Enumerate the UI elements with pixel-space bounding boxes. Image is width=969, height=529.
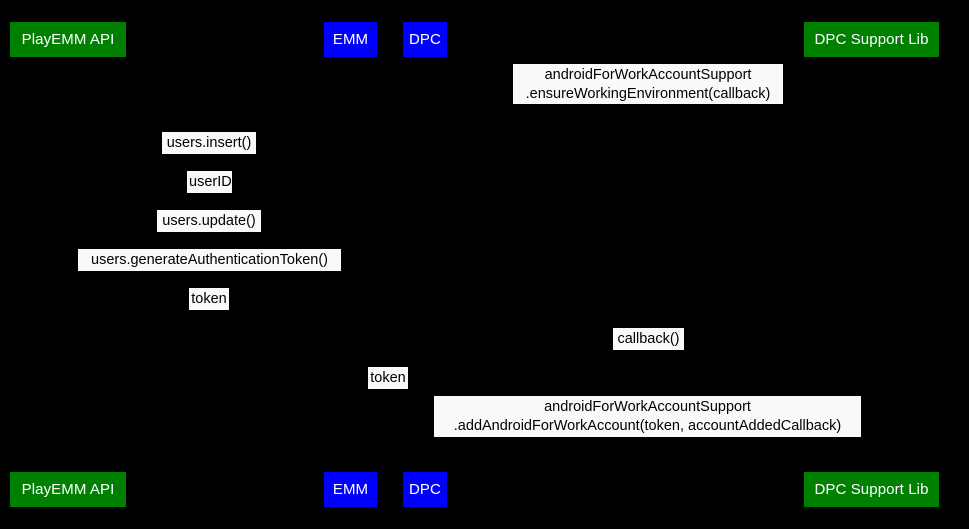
participant-emm-top[interactable]: EMM — [324, 22, 377, 57]
message-label-line: .ensureWorkingEnvironment(callback) — [525, 86, 771, 102]
participant-dpc-bottom[interactable]: DPC — [403, 472, 447, 507]
participant-dpcsupportlib-top[interactable]: DPC Support Lib — [804, 22, 939, 57]
message-label-m6: token — [189, 288, 229, 310]
message-arrow-m7 — [425, 351, 872, 352]
message-arrow-m1 — [425, 105, 872, 106]
message-label-line: users.generateAuthenticationToken() — [91, 252, 328, 268]
participant-dpcsupportlib-bottom[interactable]: DPC Support Lib — [804, 472, 939, 507]
message-label-line: .addAndroidForWorkAccount(token, account… — [453, 418, 842, 434]
message-label-line: callback() — [617, 331, 680, 347]
message-label-line: userID — [189, 174, 232, 190]
message-arrow-m3 — [68, 194, 351, 195]
message-label-m2: users.insert() — [162, 132, 256, 154]
message-label-line: token — [191, 291, 227, 307]
lifeline-dpcsupportlib — [871, 57, 872, 472]
participant-emm-bottom[interactable]: EMM — [324, 472, 377, 507]
message-arrow-m5 — [68, 272, 351, 273]
message-arrow-m2 — [68, 155, 351, 156]
message-label-line: token — [370, 370, 406, 386]
message-arrow-m9 — [425, 438, 872, 439]
lifeline-playemm — [67, 57, 69, 472]
message-label-m5: users.generateAuthenticationToken() — [78, 249, 341, 271]
message-arrow-m4 — [68, 233, 351, 234]
message-label-line: androidForWorkAccountSupport — [544, 67, 752, 83]
message-arrow-m8 — [350, 390, 425, 391]
message-label-line: androidForWorkAccountSupport — [544, 399, 751, 415]
message-label-line: users.insert() — [166, 135, 252, 151]
message-label-m9: androidForWorkAccountSupport .addAndroidF… — [434, 396, 861, 437]
message-label-m7: callback() — [613, 328, 684, 350]
message-label-m4: users.update() — [157, 210, 261, 232]
lifeline-emm — [350, 57, 351, 472]
participant-playemm-bottom[interactable]: PlayEMM API — [10, 472, 126, 507]
message-label-m8: token — [368, 367, 408, 389]
participant-dpc-top[interactable]: DPC — [403, 22, 447, 57]
message-label-line: users.update() — [162, 213, 256, 229]
message-label-m3: userID — [187, 171, 232, 193]
message-label-m1: androidForWorkAccountSupport .ensureWorki… — [513, 64, 783, 104]
participant-playemm-top[interactable]: PlayEMM API — [10, 22, 126, 57]
message-arrow-m6 — [68, 311, 351, 312]
lifeline-dpc — [424, 57, 426, 472]
